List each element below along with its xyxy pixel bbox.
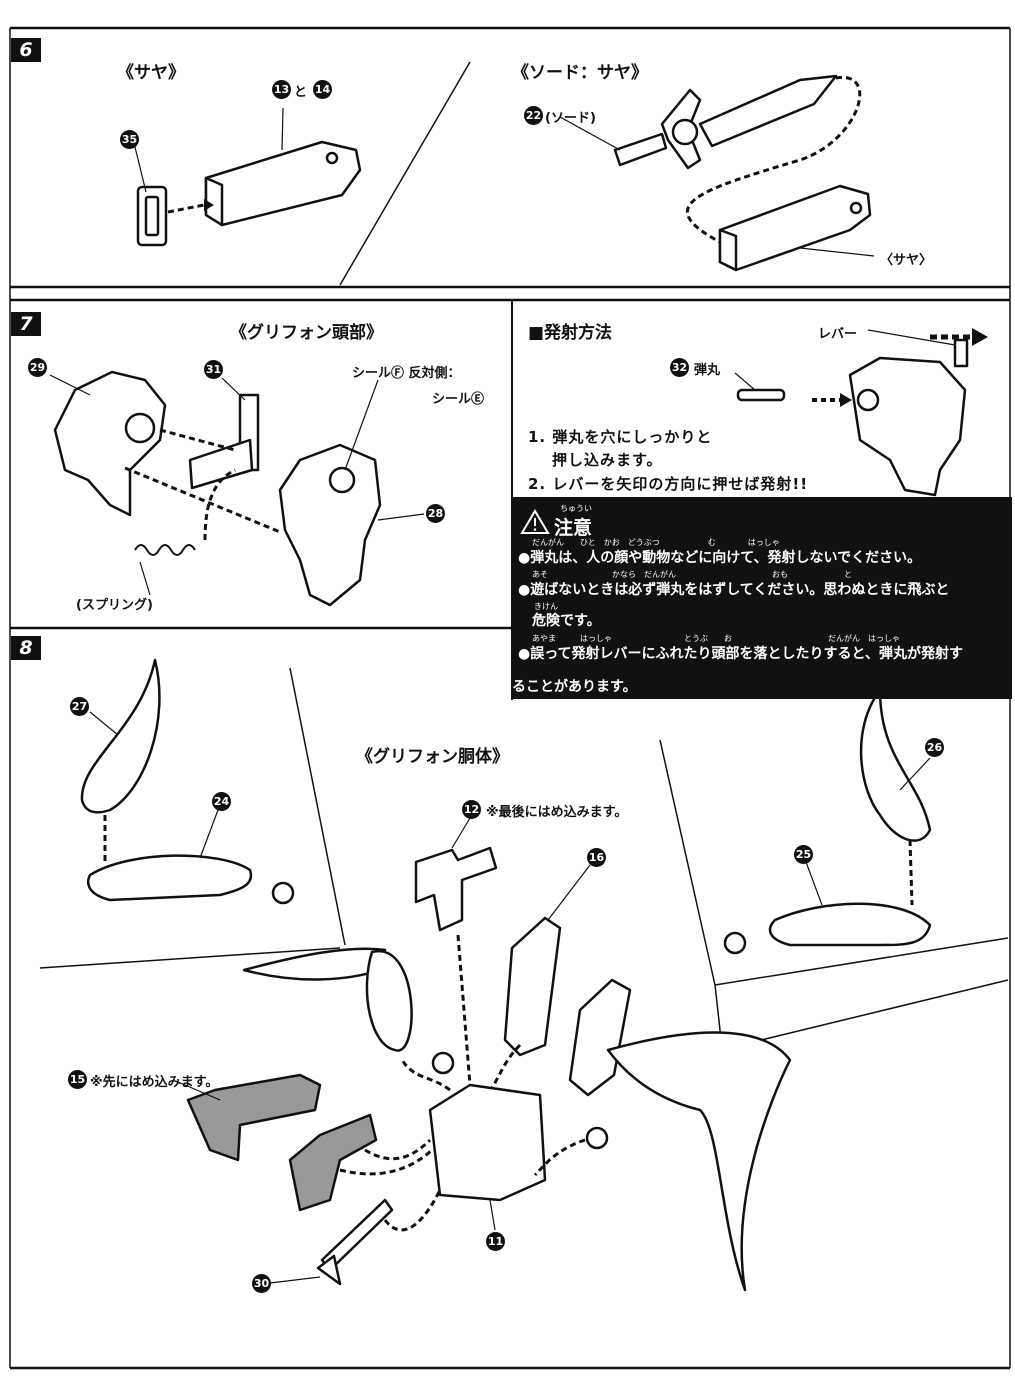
part-32-marker: 32 [670,358,689,377]
step-7-griffon-head-title: 《グリフォン頭部》 [230,323,383,343]
spring-label: (スプリング) [76,598,153,613]
sword-label: (ソード) [545,111,596,126]
part-11-marker: 11 [486,1232,505,1251]
caution-ruby-4: あやま はっしゃ とうぶ お だんがん はっしゃ [532,634,900,643]
part-22-marker: 22 [524,106,543,125]
seal-label-opposite: シールⒺ [432,392,485,407]
step-7-badge: 7 [11,312,41,336]
part-28-marker: 28 [426,504,445,523]
part-26-marker: 26 [925,738,944,757]
part-and-connector: と [294,85,308,100]
caution-ruby-3: きけん [534,602,558,611]
step-6-saya-title: 《サヤ》 [117,63,185,83]
caution-heading: 注意 [554,517,593,539]
firing-method-title: ■発射方法 [528,323,613,343]
caution-ruby-2: あそ かなら だんがん おも と [532,570,852,579]
step-8-griffon-body-title: 《グリフォン胴体》 [356,747,509,767]
warning-triangle-icon [520,509,550,534]
part-15-note: ※先にはめ込みます。 [90,1075,219,1090]
caution-line-5: ることがあります。 [512,679,637,695]
part-25-marker: 25 [794,845,813,864]
caution-line-3: 危険です。 [532,613,601,629]
step-6-sword-saya-title: 《ソード：サヤ》 [512,63,648,83]
lever-label: レバー [818,327,858,342]
instruction-1: 1. 弾丸を穴にしっかりと [528,428,713,446]
part-35-marker: 35 [120,130,139,149]
caution-ruby: ちゅうい [560,504,592,513]
step-8-badge: 8 [11,636,41,660]
bullet-label: 弾丸 [694,363,721,378]
part-31-marker: 31 [204,360,223,379]
part-14-marker: 14 [313,80,332,99]
caution-ruby-1: だんがん ひと かお どうぶつ む はっしゃ [532,538,780,547]
caution-box: ちゅうい 注意 だんがん ひと かお どうぶつ む はっしゃ ●弾丸は、人の顔や… [512,497,1012,699]
part-24-marker: 24 [212,792,231,811]
part-13-marker: 13 [272,80,291,99]
seal-label: シールⒻ 反対側： [352,366,461,381]
part-15-marker: 15 [68,1070,87,1089]
part-30-marker: 30 [252,1274,271,1293]
instruction-1-cont: 押し込みます。 [552,451,663,469]
saya-label: 〈サヤ〉 [880,253,933,268]
caution-line-2: ●遊ばないときは必ず弾丸をはずしてください。思わぬときに飛ぶと [518,582,950,598]
part-29-marker: 29 [28,358,47,377]
part-27-marker: 27 [70,697,89,716]
caution-line-4: ●誤って発射レバーにふれたり頭部を落としたりすると、弾丸が発射す [518,646,963,662]
part-16-marker: 16 [587,848,606,867]
part-12-note: ※最後にはめ込みます。 [486,805,628,820]
instruction-2: 2. レバーを矢印の方向に押せば発射!! [528,475,809,493]
part-12-marker: 12 [462,800,481,819]
step-6-badge: 6 [11,38,41,62]
caution-line-1: ●弾丸は、人の顔や動物などに向けて、発射しないでください。 [518,550,922,566]
